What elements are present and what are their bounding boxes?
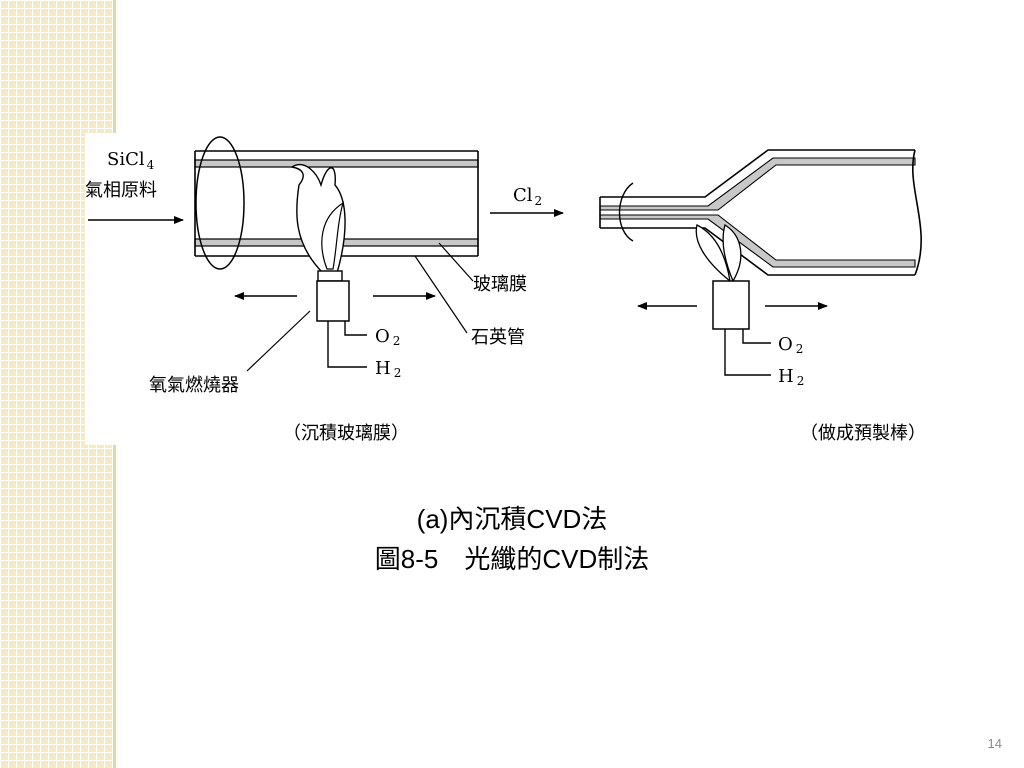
burner-body [316, 280, 350, 322]
preform-break-edge [911, 149, 922, 276]
glass-film-leader [438, 242, 474, 282]
oxygen-line [742, 329, 771, 344]
burner-body [712, 280, 750, 330]
preform-glass-bottom [599, 214, 916, 268]
glass-film-label: 玻璃膜 [473, 274, 527, 295]
burner-nozzle [317, 270, 343, 282]
right-subcaption: （做成預製棒） [800, 423, 926, 444]
input-label: 氣相原料 [85, 180, 157, 201]
flame-icon [290, 164, 346, 274]
figure-caption-method: (a)內沉積CVD法 [416, 504, 608, 534]
page-number: 14 [987, 736, 1002, 751]
burner-leader [246, 310, 311, 372]
preform-outer-top [600, 149, 915, 198]
oxygen-line [344, 321, 367, 336]
quartz-tube-leader [414, 255, 468, 334]
burner-label: 氧氣燃燒器 [149, 375, 239, 396]
glass-film-top [194, 159, 479, 168]
rotation-ring [195, 136, 245, 270]
figure-caption-title: 圖8-5 光纖的CVD制法 [374, 544, 650, 574]
preform-glass-top [599, 157, 916, 211]
hydrogen-line [724, 329, 771, 376]
quartz-tube-label: 石英管 [471, 327, 525, 348]
left-subcaption: （沉積玻璃膜） [283, 423, 409, 444]
hydrogen-line [327, 321, 367, 368]
flame-icon [695, 223, 742, 283]
rotation-bracket [618, 182, 634, 242]
